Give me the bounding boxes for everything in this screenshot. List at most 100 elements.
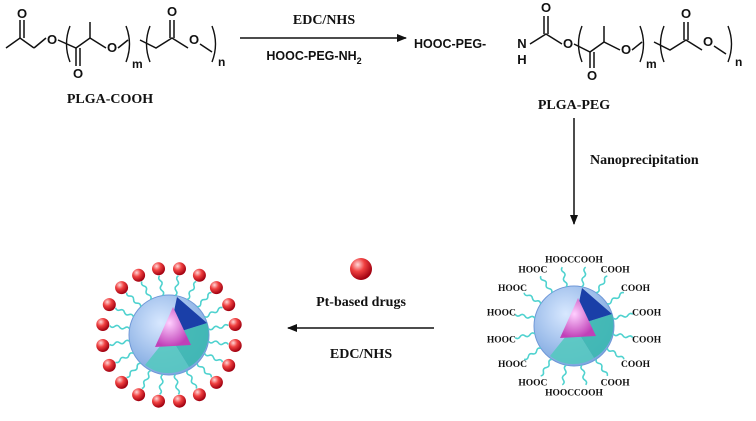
plga-peg-label: PLGA-PEG bbox=[538, 98, 610, 113]
peg-chain-icon bbox=[523, 347, 541, 361]
drug-sphere-icon bbox=[350, 258, 372, 280]
reaction-arrow-2: Nanoprecipitation bbox=[570, 118, 699, 225]
peg-subscript-n: n bbox=[735, 55, 742, 69]
peg-chain-icon bbox=[539, 275, 553, 293]
peg-prefix: HOOC-PEG- bbox=[414, 37, 486, 51]
drug-sphere-icon bbox=[132, 268, 146, 282]
peg-chain-icon bbox=[540, 358, 552, 377]
reagent-pt-drugs: Pt-based drugs bbox=[316, 295, 406, 310]
nanoparticle-drug-loaded bbox=[96, 262, 242, 408]
drug-sphere-icon bbox=[115, 375, 129, 389]
peg-chain-icon bbox=[109, 339, 130, 347]
subscript-m: m bbox=[132, 57, 143, 71]
reagent-hooc-peg-nh2: HOOC-PEG-NH2 bbox=[266, 49, 361, 66]
peg-chain-icon bbox=[186, 370, 198, 389]
peg-chain-icon bbox=[523, 292, 542, 304]
surface-group-label: HOOC bbox=[545, 255, 574, 265]
plga-peg-structure: HOOC-PEG- N H O O O O m O O n bbox=[414, 0, 742, 83]
peg-chain-icon bbox=[581, 266, 587, 288]
peg-chain-icon bbox=[114, 307, 135, 318]
peg-chain-icon bbox=[109, 324, 131, 330]
surface-group-label: COOH bbox=[632, 309, 662, 319]
peg-chain-icon bbox=[612, 333, 634, 339]
peg-carbonyl-o-3: O bbox=[681, 6, 691, 21]
plga-cooh-label: PLGA-COOH bbox=[67, 92, 153, 107]
drug-sphere-icon bbox=[228, 318, 242, 331]
peg-ester-o: O bbox=[563, 36, 573, 51]
surface-group-label: COOH bbox=[621, 284, 651, 294]
peg-ester-o-3: O bbox=[703, 34, 713, 49]
peg-subscript-m: m bbox=[646, 57, 657, 71]
reaction-arrow-3: Pt-based drugs EDC/NHS bbox=[287, 258, 434, 362]
peg-carbonyl-o-2: O bbox=[587, 68, 597, 83]
ester-o-1: O bbox=[47, 32, 57, 47]
peg-chain-icon bbox=[115, 352, 134, 364]
peg-chain-icon bbox=[514, 332, 536, 340]
carbonyl-o-3: O bbox=[167, 4, 177, 19]
peg-chain-icon bbox=[612, 312, 634, 320]
nanoparticle-icon bbox=[128, 294, 210, 376]
surface-group-label: HOOC bbox=[487, 335, 516, 345]
peg-chain-icon bbox=[203, 352, 224, 363]
ester-o-3: O bbox=[189, 32, 199, 47]
drug-sphere-icon bbox=[173, 394, 186, 408]
peg-chain-icon bbox=[207, 340, 229, 346]
drug-sphere-icon bbox=[222, 358, 236, 372]
carbonyl-o: O bbox=[17, 6, 27, 21]
peg-chain-icon bbox=[595, 359, 609, 377]
surface-group-label: HOOC bbox=[545, 389, 574, 399]
drug-sphere-icon bbox=[152, 394, 165, 408]
peg-chain-icon bbox=[126, 362, 141, 379]
surface-group-label: COOH bbox=[601, 266, 631, 276]
peg-chain-icon bbox=[607, 291, 625, 305]
peg-chain-icon bbox=[204, 306, 223, 318]
drug-sphere-icon bbox=[209, 375, 223, 389]
drug-sphere-icon bbox=[192, 268, 206, 282]
step-nanoprecipitation: Nanoprecipitation bbox=[590, 153, 699, 168]
peg-chain-icon bbox=[596, 275, 608, 294]
amide-h: H bbox=[517, 52, 526, 67]
drug-sphere-icon bbox=[115, 281, 129, 295]
peg-chain-icon bbox=[580, 364, 588, 386]
drug-sphere-icon bbox=[152, 262, 165, 276]
surface-group-label: HOOC bbox=[487, 309, 516, 319]
peg-chain-icon bbox=[208, 323, 229, 331]
peg-chain-icon bbox=[174, 275, 180, 297]
peg-chain-icon bbox=[514, 313, 536, 319]
drug-sphere-icon bbox=[173, 262, 186, 276]
peg-chain-icon bbox=[157, 275, 165, 296]
peg-chain-icon bbox=[560, 266, 568, 288]
drug-sphere-icon bbox=[192, 388, 206, 402]
peg-chain-icon bbox=[561, 364, 567, 386]
surface-group-label: COOH bbox=[632, 335, 662, 345]
reagent-edc-nhs-top: EDC/NHS bbox=[293, 13, 355, 28]
drug-sphere-icon bbox=[102, 298, 116, 312]
peg-chain-icon bbox=[173, 374, 181, 395]
subscript-n: n bbox=[218, 55, 225, 69]
peg-chain-icon bbox=[125, 292, 142, 307]
surface-group-label: HOOC bbox=[498, 284, 527, 294]
carbonyl-o-2: O bbox=[73, 66, 83, 81]
surface-group-label: HOOC bbox=[498, 360, 527, 370]
plga-cooh-structure: O O O O m O O n bbox=[5, 4, 225, 81]
surface-group-label: HOOC bbox=[518, 266, 547, 276]
surface-group-label: HOOC bbox=[518, 379, 547, 389]
peg-chain-icon bbox=[186, 280, 197, 301]
surface-group-label: COOH bbox=[601, 379, 631, 389]
peg-ester-o-2: O bbox=[621, 42, 631, 57]
peg-chain-icon bbox=[606, 348, 625, 360]
reaction-arrow-1: EDC/NHS HOOC-PEG-NH2 bbox=[240, 13, 407, 66]
surface-group-label: COOH bbox=[621, 360, 651, 370]
nanoparticle-icon bbox=[533, 285, 615, 367]
drug-sphere-icon bbox=[132, 388, 146, 402]
drug-sphere-icon bbox=[209, 281, 223, 295]
drug-sphere-icon bbox=[96, 318, 110, 331]
surface-group-label: COOH bbox=[574, 255, 604, 265]
peg-carbonyl-o: O bbox=[541, 0, 551, 15]
drug-sphere-icon bbox=[228, 339, 242, 352]
peg-chain-icon bbox=[158, 373, 164, 395]
surface-group-label: COOH bbox=[574, 389, 604, 399]
drug-sphere-icon bbox=[102, 358, 116, 372]
drug-sphere-icon bbox=[222, 298, 236, 312]
peg-chain-icon bbox=[140, 281, 152, 300]
